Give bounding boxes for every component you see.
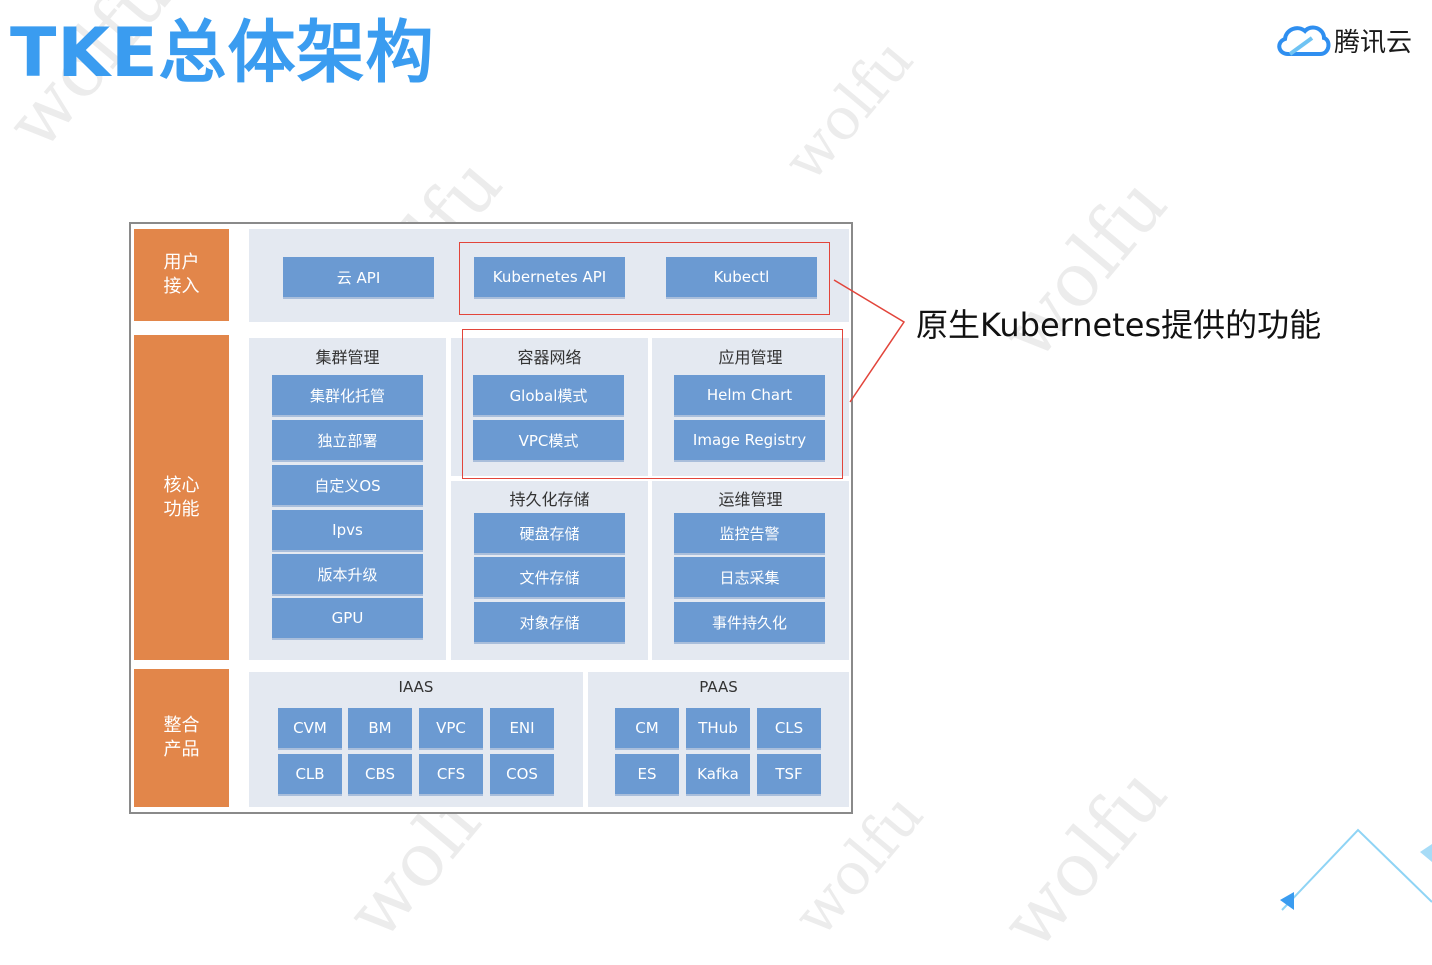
- ops-item: 监控告警: [674, 513, 825, 553]
- app-item: Helm Chart: [674, 375, 825, 415]
- paas-item: THub: [686, 708, 750, 748]
- ops-item: 事件持久化: [674, 602, 825, 642]
- cluster-item: Ipvs: [272, 510, 423, 550]
- iaas-item: CBS: [348, 754, 412, 794]
- iaas-item: COS: [490, 754, 554, 794]
- iaas-item: BM: [348, 708, 412, 748]
- watermark: wolfu: [985, 751, 1184, 965]
- tencent-cloud-icon: [1277, 25, 1331, 56]
- cluster-item: 版本升级: [272, 554, 423, 594]
- paas-item: ES: [615, 754, 679, 794]
- app-item: Image Registry: [674, 420, 825, 460]
- cloud-api-block: 云 API: [283, 257, 434, 297]
- row-label-integration: 整合 产品: [134, 669, 229, 807]
- tencent-cloud-logo: 腾讯云: [1274, 18, 1424, 62]
- storage-item: 对象存储: [474, 602, 625, 642]
- highlight-box-core: [462, 329, 843, 479]
- storage-item: 文件存储: [474, 557, 625, 597]
- cluster-item: 自定义OS: [272, 465, 423, 505]
- storage-item: 硬盘存储: [474, 513, 625, 553]
- storage-title: 持久化存储: [509, 490, 590, 509]
- highlight-box-access: [459, 242, 830, 315]
- ops-title: 运维管理: [718, 490, 783, 509]
- iaas-item: CFS: [419, 754, 483, 794]
- iaas-item: CLB: [278, 754, 342, 794]
- iaas-item: ENI: [490, 708, 554, 748]
- page-title: TKE总体架构: [10, 14, 435, 93]
- app-mgmt-title: 应用管理: [718, 348, 783, 367]
- paas-title: PAAS: [699, 678, 738, 696]
- network-item: VPC模式: [473, 420, 624, 460]
- annotation-bracket: [833, 279, 906, 403]
- ops-item: 日志采集: [674, 557, 825, 597]
- cluster-item: 独立部署: [272, 420, 423, 460]
- iaas-title: IAAS: [398, 678, 434, 696]
- paas-item: CM: [615, 708, 679, 748]
- iaas-item: VPC: [419, 708, 483, 748]
- corner-decoration: [1280, 828, 1432, 911]
- kubernetes-api-block: Kubernetes API: [474, 257, 625, 297]
- iaas-item: CVM: [278, 708, 342, 748]
- logo-text: 腾讯云: [1334, 28, 1413, 58]
- container-network-title: 容器网络: [517, 348, 582, 367]
- paas-item: TSF: [757, 754, 821, 794]
- row-label-core: 核心 功能: [134, 335, 229, 660]
- kubectl-block: Kubectl: [666, 257, 817, 297]
- cluster-mgmt-title: 集群管理: [315, 348, 380, 367]
- network-item: Global模式: [473, 375, 624, 415]
- row-label-user-access: 用户 接入: [134, 229, 229, 321]
- cluster-item: 集群化托管: [272, 375, 423, 415]
- annotation-text: 原生Kubernetes提供的功能: [916, 306, 1322, 344]
- paas-item: Kafka: [686, 754, 750, 794]
- watermark: wolfu: [770, 25, 927, 194]
- cluster-item: GPU: [272, 598, 423, 638]
- paas-item: CLS: [757, 708, 821, 748]
